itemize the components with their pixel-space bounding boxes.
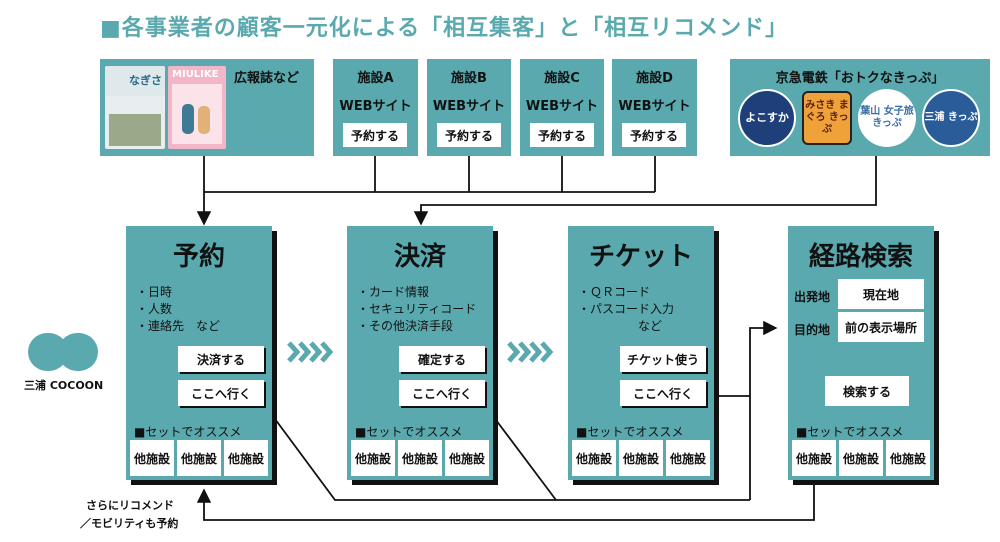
chevron-1-1 (287, 341, 301, 363)
route-other-facility-3[interactable]: 他施設 (886, 440, 930, 476)
ticket-other-facility-2[interactable]: 他施設 (619, 440, 663, 476)
chevron-2-1 (507, 341, 521, 363)
facility-d-reserve-button[interactable]: 予約する (622, 123, 686, 147)
use-ticket-button[interactable]: チケット使う (620, 346, 706, 372)
facility-d-web: WEBサイト (618, 99, 691, 114)
route-set-recommend-label: ■セットでオススメ (796, 425, 904, 439)
route-other-facility-2[interactable]: 他施設 (839, 440, 883, 476)
ticket-other-facility-1[interactable]: 他施設 (572, 440, 616, 476)
step-payment-bullet-2: ・セキュリティコード (357, 302, 477, 316)
reservation-other-facility-2[interactable]: 他施設 (177, 440, 221, 476)
keikyu-box: 京急電鉄「おトクなきっぷ」 よこすか みさき まぐろ きっぷ 葉山 女子旅 きっ… (730, 59, 990, 156)
payment-other-facility-2[interactable]: 他施設 (398, 440, 442, 476)
facility-b-web: WEBサイト (432, 99, 506, 114)
media-box: なぎさ MIULIKE 広報誌など (100, 59, 314, 156)
reservation-other-facility-1[interactable]: 他施設 (130, 440, 174, 476)
payment-go-here-button[interactable]: ここへ行く (399, 380, 485, 406)
keikyu-title: 京急電鉄「おトクなきっぷ」 (775, 71, 945, 86)
route-link-line (749, 320, 778, 500)
payment-set-recommend-label: ■セットでオススメ (355, 425, 463, 439)
step-payment-bullet-3: ・その他決済手段 (357, 319, 454, 333)
ticket-hayama-icon: 葉山 女子旅 きっぷ (858, 89, 916, 147)
ticket-miura-icon: 三浦 きっぷ (922, 89, 980, 147)
facility-c-reserve-button[interactable]: 予約する (530, 123, 594, 147)
facility-b-reserve-button[interactable]: 予約する (437, 123, 501, 147)
reservation-go-here-button[interactable]: ここへ行く (178, 380, 264, 406)
step-ticket-bullet-1: ・ＱＲコード (578, 285, 651, 299)
chevron-2-2 (518, 341, 532, 363)
facility-d-box: 施設D WEBサイト 予約する (612, 59, 697, 156)
step-route-panel: 経路検索 出発地 現在地 目的地 前の表示場所 検索する ■セットでオススメ 他… (788, 226, 934, 480)
chevron-1-2 (298, 341, 312, 363)
facility-a-box: 施設A WEBサイト 予約する (333, 59, 418, 156)
facility-c-name: 施設C (544, 71, 580, 86)
payment-other-facility-3[interactable]: 他施設 (445, 440, 489, 476)
chevron-2-3 (529, 341, 543, 363)
facility-a-reserve-button[interactable]: 予約する (343, 123, 407, 147)
step-ticket-bullet-2: ・パスコード入力 (578, 302, 675, 316)
step-reservation-panel: 予約 ・日時 ・人数 ・連絡先 など 決済する ここへ行く ■セットでオススメ … (126, 226, 272, 480)
ticket-set-recommend-label: ■セットでオススメ (576, 425, 684, 439)
page-title: ■各事業者の顧客一元化による「相互集客」と「相互リコメンド」 (100, 16, 789, 41)
step-reservation-bullet-1: ・日時 (136, 285, 173, 299)
reservation-other-facility-3[interactable]: 他施設 (224, 440, 268, 476)
step-payment-panel: 決済 ・カード情報 ・セキュリティコード ・その他決済手段 確定する ここへ行く… (347, 226, 493, 480)
route-other-facility-1[interactable]: 他施設 (792, 440, 836, 476)
go-line-1 (257, 395, 750, 501)
origin-label: 出発地 (794, 290, 831, 304)
recommend-return-line (196, 470, 815, 521)
chevron-2-4 (540, 341, 554, 363)
magazine-1: なぎさ (105, 66, 165, 149)
keikyu-line (413, 156, 877, 226)
chevron-1-4 (320, 341, 334, 363)
facility-a-web: WEBサイト (339, 99, 412, 114)
facility-a-name: 施設A (357, 71, 394, 86)
destination-field[interactable]: 前の表示場所 (838, 312, 924, 342)
step-payment-bullet-1: ・カード情報 (357, 285, 430, 299)
facility-b-box: 施設B WEBサイト 予約する (427, 59, 511, 156)
confirm-button[interactable]: 確定する (399, 346, 485, 372)
step-reservation-heading: 予約 (172, 242, 225, 272)
origin-field[interactable]: 現在地 (838, 279, 924, 309)
ticket-yokosuka-icon: よこすか (738, 89, 796, 147)
step-ticket-heading: チケット (588, 242, 693, 272)
pay-button[interactable]: 決済する (178, 346, 264, 372)
magazine-2-title: MIULIKE (172, 69, 219, 80)
magazine-2: MIULIKE (168, 66, 226, 149)
media-label: 広報誌など (234, 71, 300, 86)
payment-other-facility-1[interactable]: 他施設 (351, 440, 395, 476)
reservation-set-recommend-label: ■セットでオススメ (134, 425, 242, 439)
chevron-1-3 (309, 341, 323, 363)
step-reservation-bullet-3: ・連絡先 など (136, 319, 221, 333)
step-ticket-panel: チケット ・ＱＲコード ・パスコード入力 など チケット使う ここへ行く ■セッ… (568, 226, 714, 480)
ticket-other-facility-3[interactable]: 他施設 (666, 440, 710, 476)
recommend-note-line-1: さらにリコメンド (86, 499, 174, 512)
destination-label: 目的地 (794, 323, 831, 337)
ticket-go-here-button[interactable]: ここへ行く (620, 380, 706, 406)
magazine-1-title: なぎさ (129, 74, 162, 87)
ticket-misaki-icon: みさき まぐろ きっぷ (802, 91, 852, 145)
step-ticket-bullet-3: など (578, 319, 663, 333)
facility-c-box: 施設C WEBサイト 予約する (520, 59, 604, 156)
recommend-note-line-2: ／モビリティも予約 (80, 517, 179, 530)
facility-b-name: 施設B (451, 71, 487, 86)
facility-d-name: 施設D (636, 71, 673, 86)
step-route-heading: 経路検索 (808, 242, 913, 272)
search-button[interactable]: 検索する (825, 376, 909, 406)
cocoon-logo-icon (28, 333, 98, 371)
step-payment-heading: 決済 (393, 242, 446, 272)
cocoon-logo-text: 三浦 COCOON (24, 379, 104, 392)
facility-c-web: WEBサイト (525, 99, 599, 114)
step-reservation-bullet-2: ・人数 (136, 302, 173, 316)
